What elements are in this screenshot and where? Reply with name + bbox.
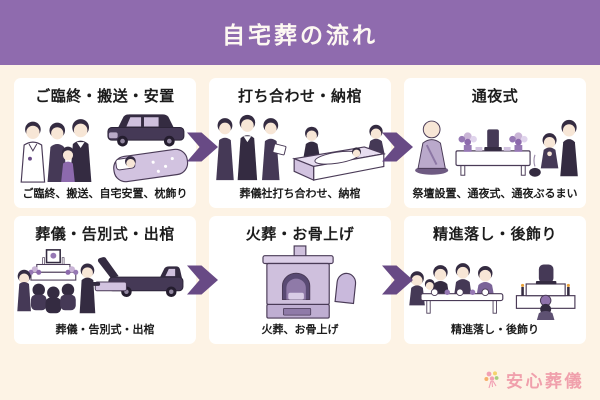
praying-mourner-icon xyxy=(540,132,559,168)
seated-mourners-icon xyxy=(30,283,76,313)
step-caption: ご臨終、搬送、自宅安置、枕飾り xyxy=(22,188,188,200)
header-banner: 自宅葬の流れ xyxy=(0,0,600,65)
casket-icon xyxy=(291,145,387,181)
illustration-death-transport-placement xyxy=(14,106,196,185)
standing-mourner-icon xyxy=(17,269,31,311)
chevron-right-arrow-icon xyxy=(187,265,218,295)
incense-burner-icon xyxy=(529,154,541,177)
brand-name: 安心葬儀 xyxy=(506,372,584,391)
offering-icon xyxy=(475,146,483,151)
memorial-tablet-icon xyxy=(484,128,502,151)
illustration-cremation xyxy=(209,244,391,321)
funeral-flowers-icon xyxy=(509,131,528,152)
step-title: 精進落し・後飾り xyxy=(432,226,557,243)
flower-bouquet-icon xyxy=(483,370,501,390)
step-panel-5: 火葬・お骨上げ 火葬、お骨上げ xyxy=(209,216,391,344)
deceased-in-futon-icon xyxy=(113,148,189,182)
child-icon xyxy=(61,146,75,182)
illustration-meeting-casketing xyxy=(209,106,391,185)
bereaved-woman-icon xyxy=(216,117,234,180)
step-caption: 祭壇設置、通夜式、通夜ぶるまい xyxy=(412,188,578,200)
step-caption: 精進落し・後飾り xyxy=(451,324,539,336)
after-altar-icon xyxy=(515,263,576,320)
step-title: ご臨終・搬送・安置 xyxy=(35,88,175,105)
chevron-right-arrow-icon xyxy=(187,132,218,162)
pallbearer-icon xyxy=(79,263,101,313)
monk-icon xyxy=(415,120,449,175)
doctor-icon xyxy=(20,121,46,183)
bereaved-man-icon xyxy=(237,114,258,180)
step-title: 火葬・お骨上げ xyxy=(245,226,355,243)
altar-table-icon xyxy=(455,149,531,176)
offering-icon xyxy=(503,146,511,151)
hearse-icon xyxy=(97,256,184,297)
step-panel-6: 精進落し・後飾り xyxy=(404,216,586,344)
mourner-man-icon xyxy=(69,118,92,182)
chevron-right-arrow-icon xyxy=(382,132,413,162)
hearse-icon xyxy=(107,113,185,146)
step-panel-3: 通夜式 xyxy=(404,78,586,208)
step-title: 葬儀・告別式・出棺 xyxy=(35,226,175,243)
standing-mourner-icon xyxy=(560,119,578,176)
illustration-repast-after-altar xyxy=(404,244,586,321)
illustration-wake-ceremony xyxy=(404,106,586,185)
chevron-right-arrow-icon xyxy=(382,265,413,295)
step-panel-2: 打ち合わせ・納棺 xyxy=(209,78,391,208)
funeral-director-icon xyxy=(262,117,287,180)
step-title: 打ち合わせ・納棺 xyxy=(237,88,362,105)
step-caption: 葬儀社打ち合わせ、納棺 xyxy=(239,188,361,200)
funeral-altar-icon xyxy=(28,248,79,281)
family-at-table-icon xyxy=(409,262,504,314)
illustration-funeral-farewell-departure xyxy=(14,244,196,321)
funeral-flowers-icon xyxy=(458,131,477,152)
cremation-furnace-icon xyxy=(262,244,357,319)
step-panel-1: ご臨終・搬送・安置 xyxy=(14,78,196,208)
step-title: 通夜式 xyxy=(471,88,519,105)
step-caption: 火葬、お骨上げ xyxy=(261,324,339,336)
step-caption: 葬儀・告別式・出棺 xyxy=(55,324,155,336)
page-title: 自宅葬の流れ xyxy=(222,21,378,48)
casket-icon xyxy=(94,281,127,291)
brand-logo: 安心葬儀 xyxy=(483,367,584,392)
step-panel-4: 葬儀・告別式・出棺 xyxy=(14,216,196,344)
